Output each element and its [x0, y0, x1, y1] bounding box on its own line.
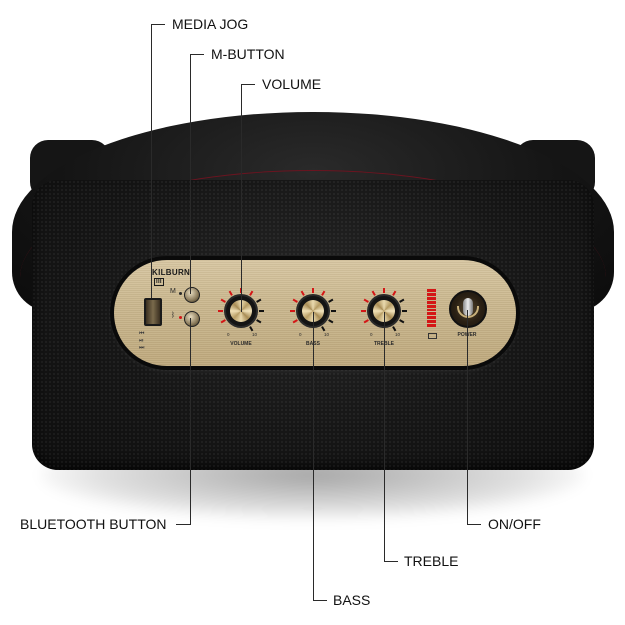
callout-line-media-jog: [151, 24, 152, 298]
power-label: POWER: [452, 332, 482, 338]
bass-knob[interactable]: [290, 288, 336, 332]
callout-line-bass: [313, 312, 314, 601]
callout-tick-bluetooth: [176, 524, 191, 525]
callout-bluetooth-button: BLUETOOTH BUTTON: [20, 516, 167, 532]
bass-min: 0: [299, 332, 302, 337]
callout-line-treble: [384, 312, 385, 562]
callout-bass: BASS: [333, 592, 371, 608]
m-button-icon: M: [170, 288, 176, 295]
treble-knob[interactable]: [361, 288, 407, 332]
bass-max: 10: [324, 332, 330, 337]
volume-max: 10: [252, 332, 258, 337]
callout-tick-on-off: [467, 524, 481, 525]
callout-line-bluetooth: [190, 318, 191, 525]
m-button[interactable]: [184, 287, 200, 303]
battery-icon: [428, 333, 437, 339]
callout-tick-media-jog: [151, 24, 165, 25]
brand-logo: KILBURNIII: [152, 268, 191, 286]
callout-treble: TREBLE: [404, 553, 459, 569]
callout-volume: VOLUME: [262, 76, 322, 92]
treble-max: 10: [395, 332, 401, 337]
volume-min: 0: [227, 332, 230, 337]
bluetooth-button[interactable]: [184, 311, 200, 327]
callout-tick-m-button: [190, 54, 204, 55]
callout-tick-treble: [384, 561, 398, 562]
power-switch[interactable]: [449, 290, 487, 328]
callout-line-on-off: [467, 310, 468, 525]
bluetooth-led: [179, 316, 182, 319]
callout-line-volume: [241, 84, 242, 312]
strap-stitching: [20, 170, 606, 370]
battery-level-meter: [427, 289, 436, 328]
media-jog[interactable]: [144, 298, 162, 326]
media-control-icons: ⏮ ⏯ ⏭: [139, 331, 147, 351]
callout-on-off: ON/OFF: [488, 516, 541, 532]
callout-tick-volume: [241, 84, 255, 85]
m-button-led: [179, 292, 182, 295]
callout-media-jog: MEDIA JOG: [172, 16, 249, 32]
callout-tick-bass: [313, 600, 327, 601]
callout-m-button: M-BUTTON: [211, 46, 285, 62]
callout-line-m-button: [190, 54, 191, 294]
treble-min: 0: [370, 332, 373, 337]
volume-label: VOLUME: [230, 341, 252, 347]
bluetooth-icon: ᛒ: [171, 312, 176, 319]
